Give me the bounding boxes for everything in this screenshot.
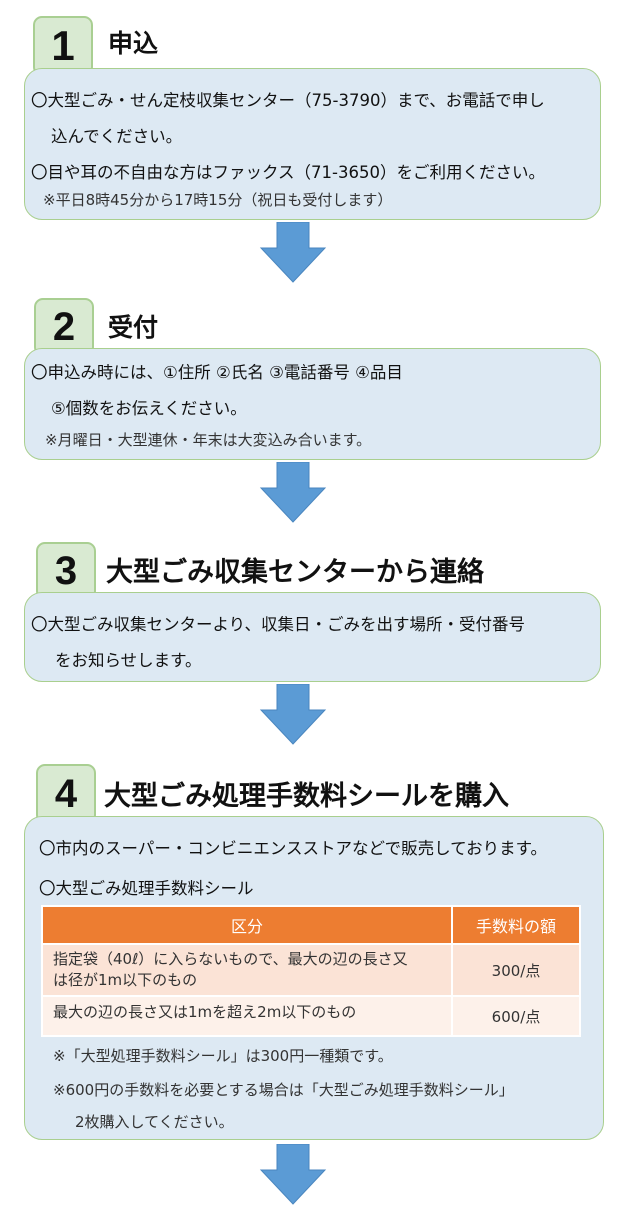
step2-title: 受付 bbox=[108, 313, 159, 342]
fee-row2-desc: 最大の辺の長さ又は1mを超え2m以下のもの bbox=[41, 995, 453, 1037]
fee-row1-desc: 指定袋（40ℓ）に入らないもので、最大の辺の長さ又 は径が1m以下のもの bbox=[41, 943, 453, 997]
step2-note: ※月曜日・大型連休・年末は大変込み合います。 bbox=[45, 431, 372, 449]
step2-line1: 〇申込み時には、①住所 ②氏名 ③電話番号 ④品目 bbox=[31, 363, 403, 382]
step4-note1: ※「大型処理手数料シール」は300円一種類です。 bbox=[53, 1047, 393, 1065]
step2-line1b: ⑤個数をお伝えください。 bbox=[51, 399, 247, 418]
step3-line1b: をお知らせします。 bbox=[55, 651, 202, 670]
fee-table-header-category: 区分 bbox=[41, 905, 453, 945]
step2-number-box: 2 bbox=[34, 298, 94, 356]
table-row: 指定袋（40ℓ）に入らないもので、最大の辺の長さ又 は径が1m以下のもの 300… bbox=[41, 943, 581, 997]
step4-line1: 〇市内のスーパー・コンビニエンスストアなどで販売しております。 bbox=[39, 839, 548, 858]
fee-row1-desc-line2: は径が1m以下のもの bbox=[53, 971, 198, 989]
down-arrow-icon bbox=[259, 222, 327, 283]
fee-row1-amount: 300/点 bbox=[451, 943, 581, 997]
step4-note2: ※600円の手数料を必要とする場合は「大型ごみ処理手数料シール」 bbox=[53, 1081, 514, 1099]
step2-panel: 〇申込み時には、①住所 ②氏名 ③電話番号 ④品目 ⑤個数をお伝えください。 ※… bbox=[24, 348, 601, 460]
fee-row2-amount: 600/点 bbox=[451, 995, 581, 1037]
fee-table: 区分 手数料の額 指定袋（40ℓ）に入らないもので、最大の辺の長さ又 は径が1m… bbox=[41, 905, 581, 1037]
step4-number: 4 bbox=[54, 771, 78, 816]
table-row: 最大の辺の長さ又は1mを超え2m以下のもの 600/点 bbox=[41, 995, 581, 1037]
step4-note2b: 2枚購入してください。 bbox=[75, 1113, 234, 1131]
fee-row1-desc-line1: 指定袋（40ℓ）に入らないもので、最大の辺の長さ又 bbox=[53, 950, 408, 968]
fee-row2-desc-line1: 最大の辺の長さ又は1mを超え2m以下のもの bbox=[53, 1002, 357, 1021]
step4-title: 大型ごみ処理手数料シールを購入 bbox=[104, 781, 509, 812]
step3-title: 大型ごみ収集センターから連絡 bbox=[106, 557, 484, 588]
step1-title: 申込 bbox=[108, 29, 159, 58]
step3-number: 3 bbox=[54, 548, 78, 593]
step1-number-box: 1 bbox=[33, 16, 93, 76]
step1-line1: 〇大型ごみ・せん定枝収集センター（75-3790）まで、お電話で申し bbox=[31, 91, 545, 110]
fee-table-header-fee: 手数料の額 bbox=[451, 905, 581, 945]
step2-number: 2 bbox=[52, 304, 76, 349]
step4-line2: 〇大型ごみ処理手数料シール bbox=[39, 879, 254, 898]
step1-note: ※平日8時45分から17時15分（祝日も受付します） bbox=[43, 191, 393, 209]
step4-number-box: 4 bbox=[36, 764, 96, 824]
step1-line2: 〇目や耳の不自由な方はファックス（71-3650）をご利用ください。 bbox=[31, 163, 545, 182]
step1-number: 1 bbox=[51, 22, 75, 69]
step4-panel: 〇市内のスーパー・コンビニエンスストアなどで販売しております。 〇大型ごみ処理手… bbox=[24, 816, 604, 1140]
down-arrow-icon bbox=[259, 462, 327, 523]
down-arrow-icon bbox=[259, 684, 327, 745]
step1-line1b: 込んでください。 bbox=[51, 127, 183, 146]
step3-panel: 〇大型ごみ収集センターより、収集日・ごみを出す場所・受付番号 をお知らせします。 bbox=[24, 592, 601, 682]
down-arrow-icon bbox=[259, 1144, 327, 1205]
step3-line1: 〇大型ごみ収集センターより、収集日・ごみを出す場所・受付番号 bbox=[31, 615, 526, 634]
step1-panel: 〇大型ごみ・せん定枝収集センター（75-3790）まで、お電話で申し 込んでくだ… bbox=[24, 68, 601, 220]
